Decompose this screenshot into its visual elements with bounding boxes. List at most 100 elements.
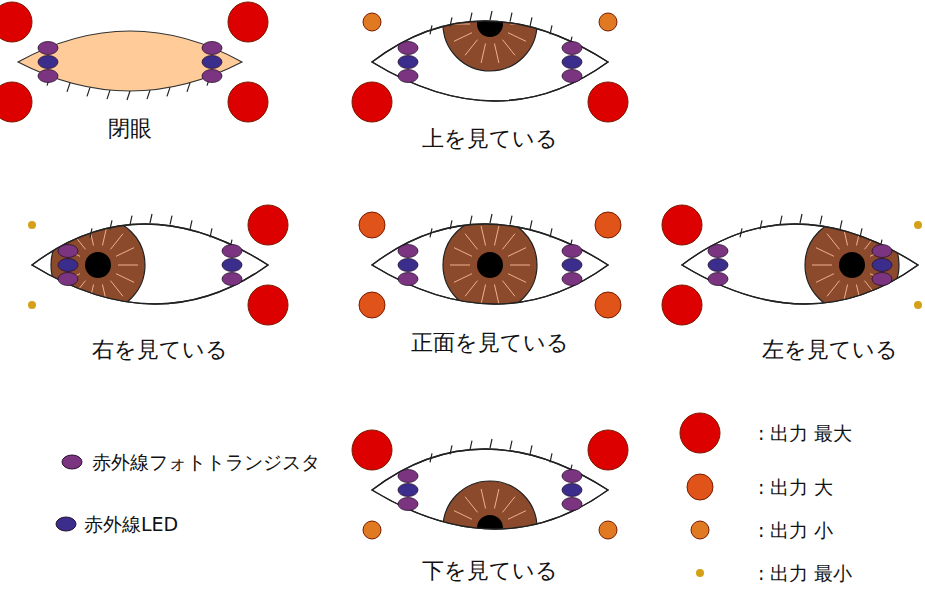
iris-fiber (465, 234, 477, 250)
output-dot (0, 2, 32, 42)
eyelash (170, 216, 172, 225)
eyelash (530, 445, 532, 454)
infrared-led (202, 56, 222, 69)
eyelash (510, 216, 512, 225)
eyelash (430, 228, 432, 237)
iris-fiber (450, 528, 470, 529)
iris-fiber (502, 234, 514, 250)
eyelash (90, 228, 92, 237)
iris-fiber (481, 226, 485, 245)
state-caption: 左を見ている (762, 337, 898, 363)
photo-transistor (562, 498, 582, 511)
output-dot (0, 82, 32, 122)
eyelash (760, 220, 762, 229)
output-dot (595, 292, 621, 318)
eye-figure (662, 205, 922, 325)
iris-fiber (454, 537, 472, 546)
iris-fiber (494, 489, 498, 508)
iris-fiber (508, 511, 526, 520)
eyelash (550, 453, 552, 462)
eyelash (130, 216, 132, 225)
iris-fiber (454, 33, 472, 42)
infrared-led (38, 56, 58, 69)
photo-transistor (398, 273, 418, 286)
legend-swatch (62, 455, 82, 469)
output-dot (599, 521, 617, 539)
eyelash (430, 25, 432, 34)
infrared-led (398, 56, 418, 69)
iris (443, 218, 537, 312)
iris-fiber (494, 0, 498, 5)
photo-transistor (562, 245, 582, 258)
infrared-led (398, 259, 418, 272)
output-dot (28, 221, 36, 229)
output-dot (599, 13, 617, 31)
eyelash (147, 90, 150, 99)
iris-fiber (481, 43, 485, 62)
photo-transistor (562, 42, 582, 55)
photo-transistor (202, 42, 222, 55)
eye-figure (352, 430, 628, 575)
iris-fiber (508, 274, 526, 283)
iris-fiber (89, 226, 93, 245)
iris-fiber (816, 274, 834, 283)
iris-fiber (508, 33, 526, 42)
legend-text: 赤外線フォトトランジスタ (92, 451, 320, 474)
iris-disc (443, 0, 537, 71)
iris-fiber (494, 43, 498, 62)
output-dot (248, 205, 288, 245)
iris-fiber (502, 497, 514, 513)
iris-fiber (450, 265, 470, 266)
photo-transistor (872, 245, 892, 258)
eyelash (210, 228, 212, 237)
iris-fiber (508, 7, 526, 16)
iris-disc (51, 218, 145, 312)
eyelash (190, 220, 192, 229)
iris-fiber (812, 265, 832, 266)
eyelash (550, 25, 552, 34)
output-dot (595, 212, 621, 238)
pupil (477, 11, 503, 37)
eyelash (490, 439, 492, 448)
legend-swatch (687, 474, 713, 500)
photo-transistor (222, 273, 242, 286)
infrared-led (222, 259, 242, 272)
iris-fiber (502, 0, 514, 8)
eyelash (740, 228, 742, 237)
output-dot (662, 205, 702, 245)
iris-fiber (508, 537, 526, 546)
legend-text: : 出力 大 (758, 476, 833, 499)
iris-fiber (454, 7, 472, 16)
eyelash (550, 228, 552, 237)
photo-transistor (38, 70, 58, 83)
iris-fiber (465, 40, 477, 56)
legend-swatch (691, 521, 709, 539)
iris-fiber (465, 544, 477, 560)
iris-fiber (827, 234, 839, 250)
iris-fiber (465, 497, 477, 513)
eye-figure (0, 2, 268, 122)
photo-transistor (562, 70, 582, 83)
iris (443, 0, 537, 71)
legend-text: 赤外線LED (84, 513, 178, 536)
iris-fiber (481, 0, 485, 5)
output-dot (588, 82, 628, 122)
photo-transistor (398, 470, 418, 483)
eyelash (530, 220, 532, 229)
output-dot (359, 292, 385, 318)
iris-fiber (494, 284, 498, 303)
photo-transistor (398, 245, 418, 258)
iris-fiber (502, 40, 514, 56)
output-dot (359, 212, 385, 238)
iris-fiber (508, 248, 526, 257)
eyelash (840, 220, 842, 229)
eyelash (67, 83, 70, 92)
iris-fiber (116, 274, 134, 283)
iris-fiber (481, 284, 485, 303)
eyelash (470, 441, 472, 450)
legend-text: : 出力 小 (758, 519, 833, 542)
output-dot (363, 13, 381, 31)
photo-transistor (872, 273, 892, 286)
eyelash (470, 216, 472, 225)
eye-outline (682, 224, 918, 304)
